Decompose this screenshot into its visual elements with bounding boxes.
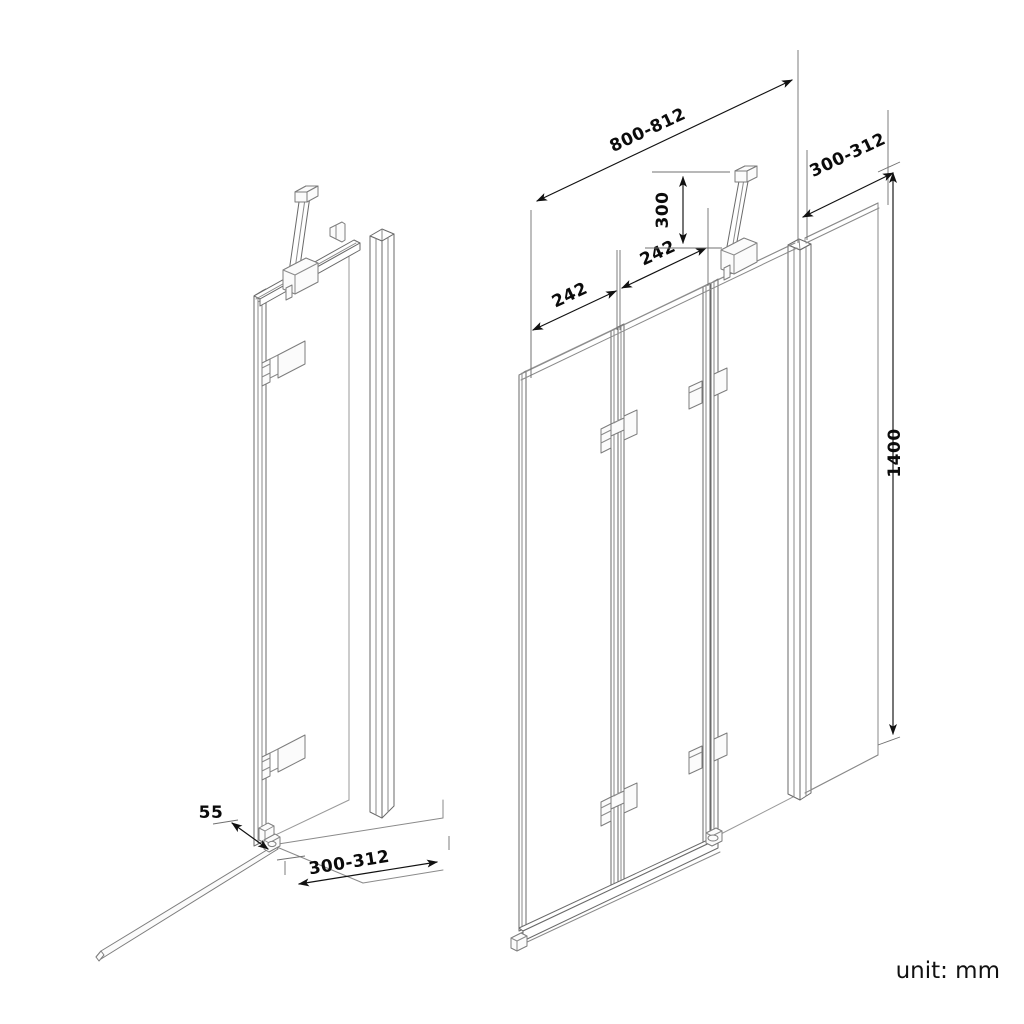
dimension-label-leaf-1: 242: [549, 279, 591, 313]
right-post: [787, 238, 812, 801]
hinge-lower: [261, 734, 306, 781]
dimension-panel-depth: 300-312: [284, 836, 450, 887]
hinge-center-lower: [600, 782, 638, 827]
handle-lever-right: [720, 165, 758, 281]
dimension-label-overall-height: 1400: [885, 428, 905, 477]
left-view-side-panel: 300-312 55: [95, 185, 450, 962]
hinge-upper: [261, 340, 306, 387]
dimension-handle-height: 300: [645, 171, 730, 249]
dimension-label-seal-offset: 55: [199, 803, 224, 823]
handle-lever: [282, 185, 319, 301]
dimension-label-leaf-2: 242: [637, 237, 679, 271]
center-folding-stile: [610, 323, 625, 889]
vertical-post: [369, 228, 395, 819]
glass-panels: [523, 202, 879, 929]
dimension-seal-offset: 55: [199, 803, 306, 861]
hinge-right-lower: [688, 732, 728, 775]
leaf1-left-stile: [518, 370, 527, 932]
bottom-rail: [510, 827, 723, 952]
right-view-folding-door: 800-812 300-312 242 242 300: [510, 50, 905, 952]
unit-note: unit: mm: [896, 958, 1000, 984]
dimension-label-panel-depth: 300-312: [307, 847, 391, 880]
floor-seal: [95, 844, 279, 962]
dimension-label-side-panel-width: 300-312: [807, 129, 889, 182]
hinge-center-upper: [600, 409, 638, 454]
hinge-right-upper: [688, 367, 728, 410]
dimension-overall-height: 1400: [877, 161, 905, 746]
dimension-label-handle-height: 300: [653, 192, 673, 229]
